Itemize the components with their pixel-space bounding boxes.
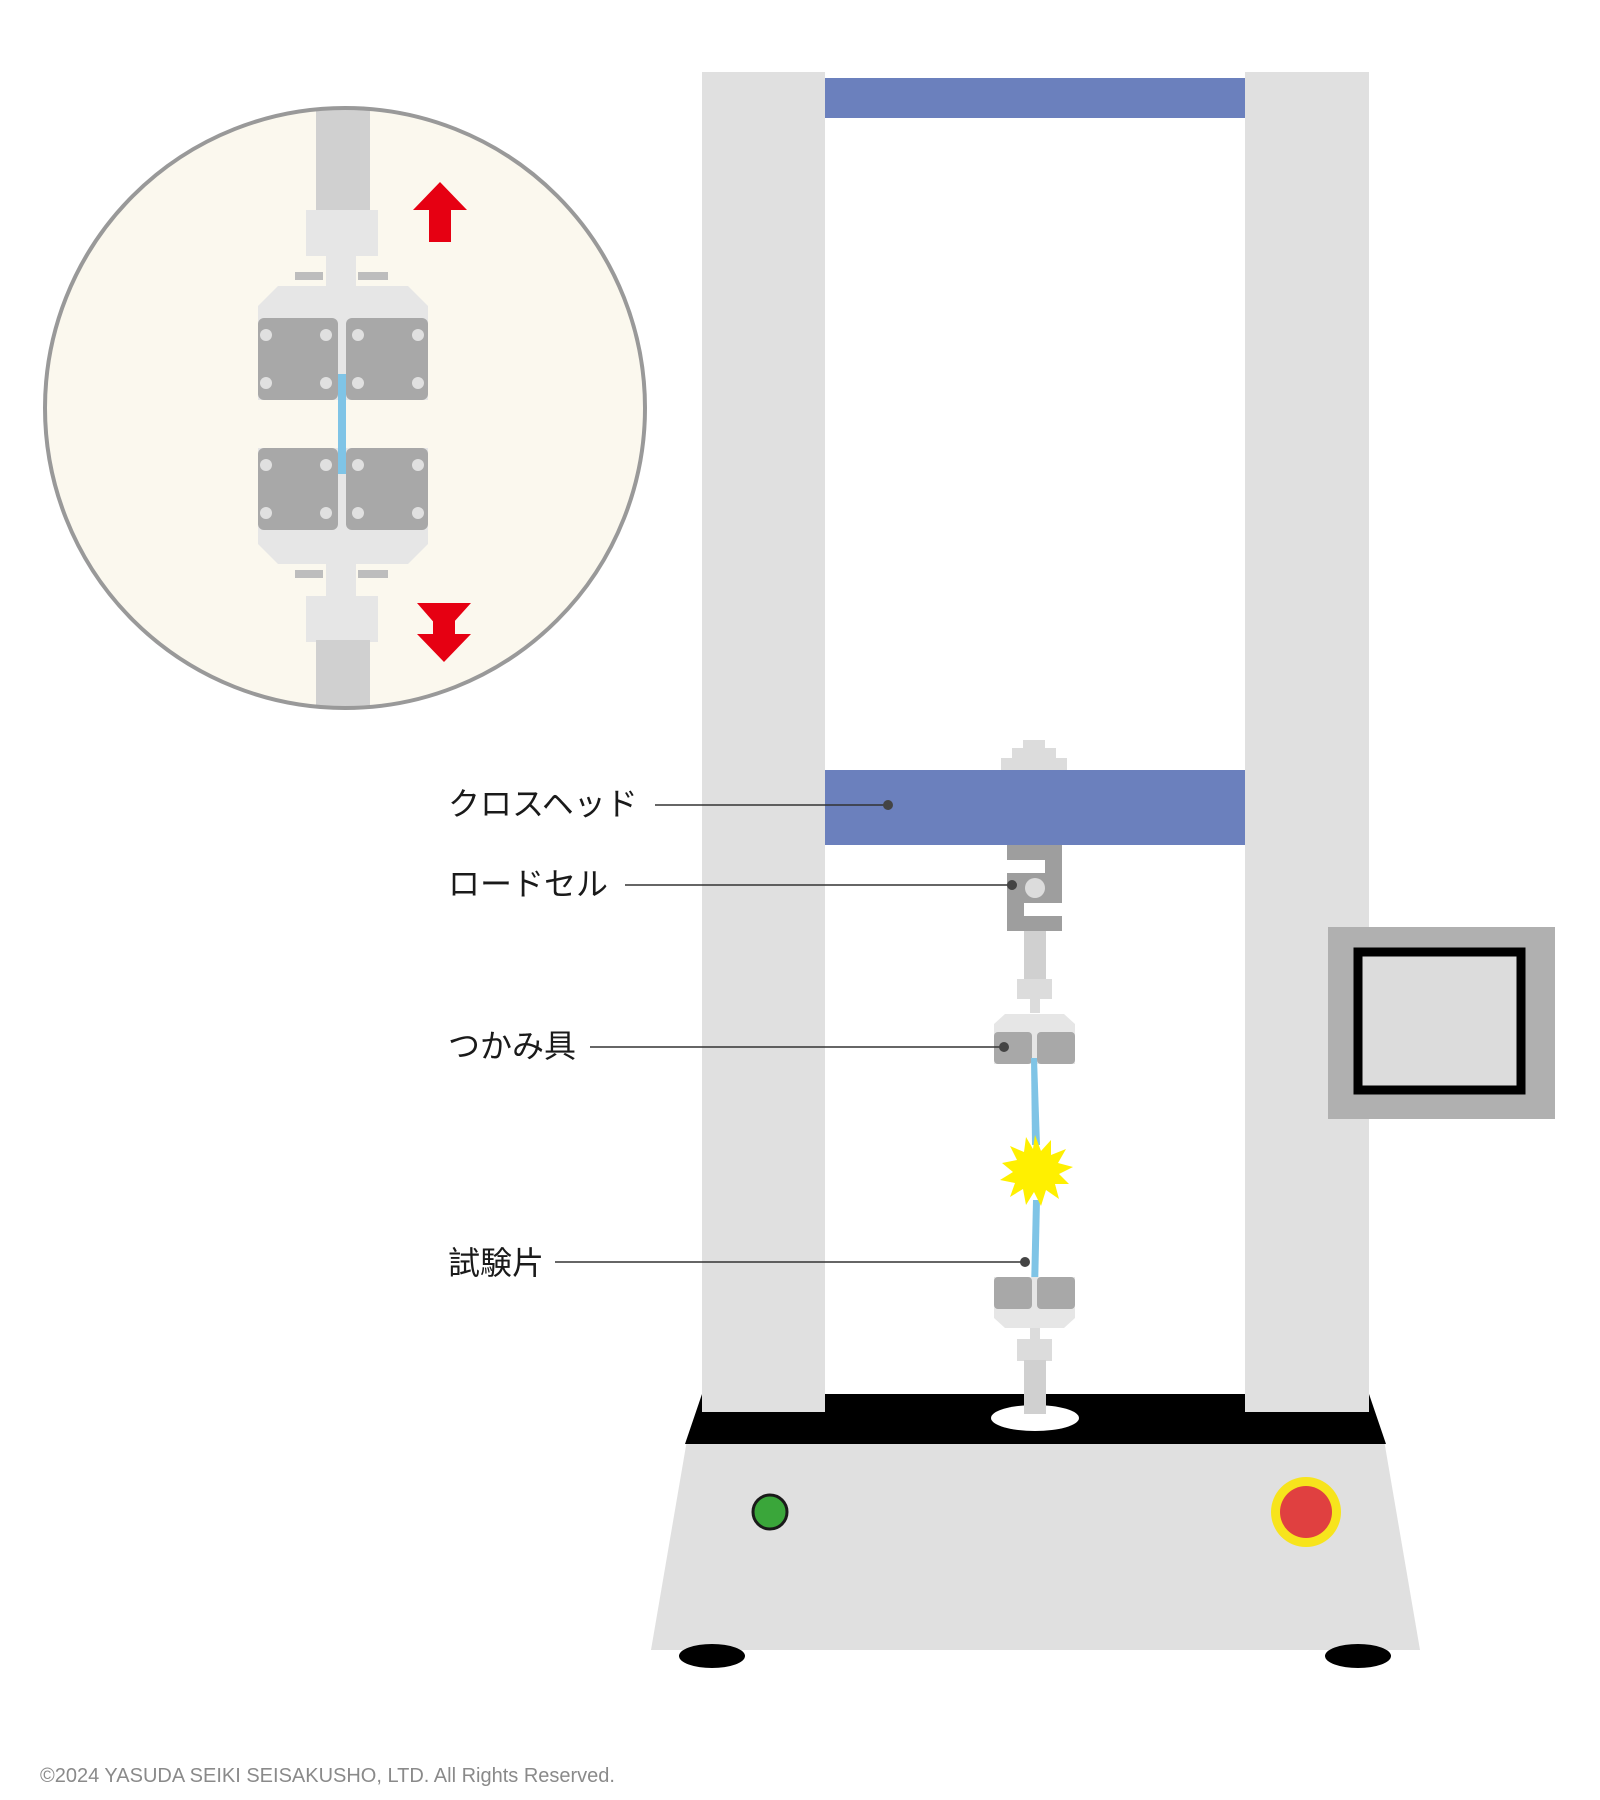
detail-upper-block [306, 210, 378, 256]
lower-rod-small [1030, 1328, 1040, 1340]
arrow-down-icon-body [417, 603, 471, 662]
label-grip: つかみ具 [448, 1027, 576, 1065]
detail-border [43, 106, 647, 710]
load-cell [1007, 845, 1062, 931]
start-button[interactable] [751, 1493, 789, 1531]
label-crosshead: クロスヘッド [448, 785, 638, 823]
fracture-burst-icon [1000, 1135, 1073, 1206]
lower-grip [994, 1277, 1075, 1328]
left-column [702, 72, 825, 1412]
detail-upper-rod [316, 108, 370, 220]
table-hole [991, 1405, 1079, 1431]
detail-upper-grip [258, 286, 428, 400]
base-body [651, 1440, 1420, 1650]
right-column [1245, 72, 1369, 1412]
copyright-text: ©2024 YASUDA SEIKI SEISAKUSHO, LTD. All … [40, 1765, 615, 1787]
crosshead-cap-mid [1012, 748, 1056, 760]
leader-dot-specimen [1020, 1257, 1030, 1267]
lower-rod [1024, 1360, 1046, 1414]
detail-lower-rod [316, 640, 370, 708]
arrow-up-icon [413, 182, 467, 242]
right-foot [1325, 1644, 1391, 1668]
crosshead-cap-base [1001, 758, 1067, 770]
top-beam [825, 78, 1245, 118]
leader-dot-load-cell [1007, 880, 1017, 890]
control-panel [1328, 927, 1555, 1119]
emergency-stop-button[interactable] [1280, 1486, 1332, 1538]
upper-rod-small [1030, 999, 1040, 1013]
upper-rod [1024, 931, 1046, 981]
detail-magnifier [43, 106, 647, 710]
specimen-lower [1031, 1200, 1040, 1290]
upper-grip [994, 1014, 1075, 1064]
detail-lower-block [306, 596, 378, 642]
crosshead [825, 770, 1245, 845]
specimen-upper [1031, 1058, 1040, 1145]
label-specimen: 試験片 [448, 1244, 544, 1282]
detail-specimen [338, 374, 346, 474]
leader-dot-grip [999, 1042, 1009, 1052]
label-load-cell: ロードセル [448, 865, 608, 903]
detail-lower-grip [258, 448, 428, 564]
arrow-down-icon [417, 603, 471, 634]
machine-frame [651, 72, 1555, 1668]
upper-connector [1017, 979, 1052, 999]
leader-dot-crosshead [883, 800, 893, 810]
lower-connector [1017, 1339, 1052, 1361]
left-foot [679, 1644, 745, 1668]
callouts: クロスヘッド ロードセル つかみ具 試験片 [448, 785, 1030, 1282]
touch-screen[interactable] [1353, 947, 1526, 1095]
crosshead-cap-top [1023, 740, 1045, 750]
